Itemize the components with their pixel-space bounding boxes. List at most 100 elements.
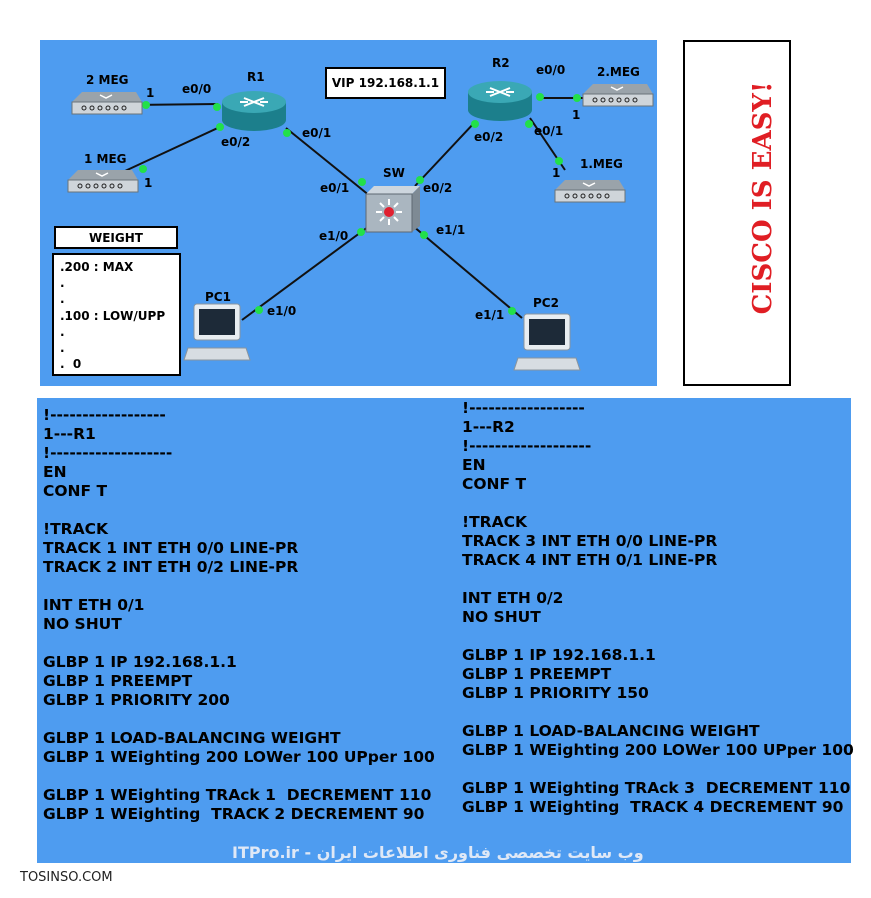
config-line: CONF T [43, 482, 108, 500]
port-dot [536, 93, 544, 101]
interface-label: e1/0 [319, 229, 349, 243]
pc2-label: PC2 [533, 296, 559, 310]
interface-label: e1/1 [436, 223, 466, 237]
interface-label: e0/0 [182, 82, 212, 96]
port-dot [357, 228, 365, 236]
interface-label: 1 [572, 108, 581, 122]
weight-legend-line: . [60, 292, 65, 307]
port-dot [255, 306, 263, 314]
weight-legend-line: . [60, 324, 65, 339]
port-dot [555, 157, 563, 165]
port-dot [525, 120, 533, 128]
config-line [462, 494, 854, 513]
link-sw-pc1 [241, 223, 373, 321]
meg-label: 2.MEG [597, 65, 640, 79]
config-line: !TRACK [462, 513, 527, 531]
config-line [43, 710, 435, 729]
modem-icon [582, 84, 654, 107]
link-sw-pc2 [412, 225, 523, 319]
interface-label: e0/1 [534, 124, 564, 138]
interface-label: e0/1 [320, 181, 350, 195]
weight-legend: .200 : MAX . . .100 : LOW/UPP . . . 0 [52, 253, 181, 376]
config-line [462, 760, 854, 779]
link-r2-sw [414, 121, 476, 187]
link-r1-sw [285, 127, 371, 197]
modem-icon [71, 92, 143, 115]
meg-label: 1.MEG [580, 157, 623, 171]
weight-legend-line: . [60, 340, 65, 355]
port-dot [213, 103, 221, 111]
config-line: NO SHUT [43, 615, 122, 633]
config-line: GLBP 1 WEighting TRAck 1 DECREMENT 110 [43, 786, 432, 804]
config-line: TRACK 3 INT ETH 0/0 LINE-PR [462, 532, 718, 550]
config-line: !TRACK [43, 520, 108, 538]
switch-label: SW [383, 166, 405, 180]
config-line: GLBP 1 PRIORITY 200 [43, 691, 230, 709]
config-line: EN [43, 463, 67, 481]
weight-legend-line: . 0 [60, 357, 82, 372]
cisco-logo-text: CISCO IS EASY! [748, 81, 778, 315]
router-icon [468, 81, 532, 121]
config-line [43, 577, 435, 596]
interface-label: 1 [552, 166, 561, 180]
config-line: !------------------ [462, 399, 585, 417]
config-line: GLBP 1 PREEMPT [43, 672, 193, 690]
cisco-logo-box [683, 40, 791, 386]
pc-icon [183, 303, 251, 361]
config-line [462, 627, 854, 646]
watermark: ITPro.ir - وب سایت تخصصی فناوری اطلاعات … [232, 843, 644, 862]
port-dot [573, 94, 581, 102]
interface-label: e0/1 [302, 126, 332, 140]
config-line: TRACK 1 INT ETH 0/0 LINE-PR [43, 539, 299, 557]
pc1-label: PC1 [205, 290, 231, 304]
config-line: GLBP 1 IP 192.168.1.1 [43, 653, 237, 671]
config-line: GLBP 1 WEighting TRACK 2 DECREMENT 90 [43, 805, 425, 823]
interface-label: e0/0 [536, 63, 566, 77]
config-line: GLBP 1 IP 192.168.1.1 [462, 646, 656, 664]
interface-label: e0/2 [221, 135, 251, 149]
config-line: !------------------- [43, 444, 173, 462]
modem-icon [554, 180, 626, 203]
config-line [43, 501, 435, 520]
config-line: NO SHUT [462, 608, 541, 626]
vip-label: VIP 192.168.1.1 [325, 67, 446, 99]
modem-icon [67, 170, 139, 193]
interface-label: e1/1 [475, 308, 505, 322]
footer-site-label: TOSINSO.COM [20, 870, 113, 885]
pc-icon [513, 313, 581, 371]
config-line: INT ETH 0/2 [462, 589, 564, 607]
config-line [43, 767, 435, 786]
config-line: EN [462, 456, 486, 474]
interface-label: 1 [144, 176, 153, 190]
config-line: GLBP 1 LOAD-BALANCING WEIGHT [43, 729, 341, 747]
router-r2-label: R2 [492, 56, 510, 70]
config-line: 1---R1 [43, 425, 96, 443]
interface-label: e0/2 [474, 130, 504, 144]
weight-legend-line: . [60, 276, 65, 291]
config-line: GLBP 1 LOAD-BALANCING WEIGHT [462, 722, 760, 740]
router-icon [222, 91, 286, 131]
config-line: GLBP 1 PREEMPT [462, 665, 612, 683]
port-dot [216, 123, 224, 131]
r1-config: !------------------1---R1!--------------… [43, 406, 435, 824]
meg-label: 2 MEG [86, 73, 129, 87]
config-line: GLBP 1 WEighting TRAck 3 DECREMENT 110 [462, 779, 851, 797]
weight-legend-line: .100 : LOW/UPP [60, 308, 166, 323]
port-dot [508, 307, 516, 315]
config-line: TRACK 4 INT ETH 0/1 LINE-PR [462, 551, 718, 569]
port-dot [142, 101, 150, 109]
config-line: GLBP 1 WEighting 200 LOWer 100 UPper 100 [462, 741, 854, 759]
weight-legend-title: WEIGHT [54, 226, 178, 249]
config-panel [37, 398, 851, 863]
port-dot [358, 178, 366, 186]
link-r1-meg1 [124, 125, 223, 172]
config-line: CONF T [462, 475, 527, 493]
config-line: GLBP 1 WEighting 200 LOWer 100 UPper 100 [43, 748, 435, 766]
config-line: GLBP 1 PRIORITY 150 [462, 684, 649, 702]
router-r1-label: R1 [247, 70, 265, 84]
r2-config: !------------------1---R2!--------------… [462, 399, 854, 817]
weight-legend-line: .200 : MAX [60, 260, 134, 274]
port-dot [139, 165, 147, 173]
interface-label: e1/0 [267, 304, 297, 318]
config-line: GLBP 1 WEighting TRACK 4 DECREMENT 90 [462, 798, 844, 816]
